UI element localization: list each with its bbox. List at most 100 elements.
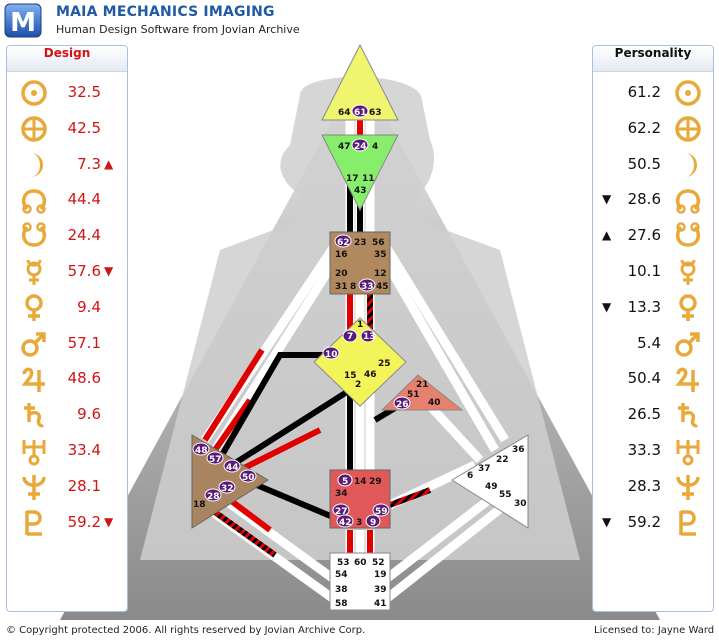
design-row-south-node: 24.4 (7, 218, 127, 254)
gate-23: 23 (354, 238, 367, 248)
gate-64: 64 (338, 108, 351, 118)
personality-row-neptune: 28.3 (593, 469, 713, 505)
personality-row-venus: 13.3 ▼ (593, 290, 713, 326)
app-title: MAIA MECHANICS IMAGING (56, 4, 275, 20)
position-value: 28.3 (627, 476, 661, 495)
gate-62: 62 (337, 238, 350, 248)
head-center (321, 43, 399, 121)
gate-42: 42 (339, 518, 352, 528)
neptune-icon (673, 472, 703, 502)
personality-row-sun: 61.2 (593, 75, 713, 111)
gate-6: 6 (467, 471, 473, 481)
personality-row-saturn: 26.5 (593, 397, 713, 433)
personality-row-mercury: 10.1 (593, 254, 713, 290)
position-value: 59.2 (67, 512, 101, 531)
solar-plexus-center (451, 434, 529, 529)
gate-59: 59 (375, 507, 388, 517)
position-value: 42.5 (67, 118, 101, 137)
personality-title: Personality (593, 46, 713, 72)
gate-13: 13 (363, 332, 376, 342)
gate-44: 44 (226, 463, 239, 473)
design-row-uranus: 33.4 (7, 433, 127, 469)
pluto-icon (19, 508, 49, 538)
position-value: 50.4 (627, 369, 661, 388)
gate-28: 28 (207, 492, 220, 502)
venus-icon (19, 293, 49, 323)
moon-icon (673, 150, 703, 180)
gate-7: 7 (347, 332, 353, 342)
arrow-indicator: ▼ (104, 514, 114, 529)
personality-row-moon: 50.5 (593, 147, 713, 183)
gate-2: 2 (355, 380, 361, 390)
gate-15: 15 (344, 371, 357, 381)
position-value: 10.1 (627, 261, 661, 280)
saturn-icon (19, 400, 49, 430)
position-value: 28.6 (627, 190, 661, 209)
position-value: 57.1 (67, 333, 101, 352)
design-row-venus: 9.4 (7, 290, 127, 326)
position-value: 33.3 (627, 440, 661, 459)
position-value: 32.5 (67, 83, 101, 101)
position-value: 33.4 (67, 440, 101, 459)
position-value: 26.5 (627, 405, 661, 424)
position-value: 61.2 (627, 83, 661, 101)
earth-icon (673, 114, 703, 144)
gate-27: 27 (335, 507, 348, 517)
gate-41: 41 (374, 599, 387, 609)
arrow-indicator: ▼ (602, 514, 612, 529)
gate-58: 58 (335, 599, 348, 609)
gate-36: 36 (512, 445, 525, 455)
gate-53: 53 (337, 558, 350, 568)
earth-icon (19, 114, 49, 144)
gate-63: 63 (369, 108, 382, 118)
sun-icon (19, 78, 49, 108)
position-value: 28.1 (67, 476, 101, 495)
design-row-pluto: 59.2▼ (7, 505, 127, 541)
gate-21: 21 (416, 380, 429, 390)
app-subtitle: Human Design Software from Jovian Archiv… (56, 23, 300, 36)
gate-3: 3 (356, 518, 362, 528)
neptune-icon (19, 472, 49, 502)
design-row-earth: 42.5 (7, 111, 127, 147)
gate-51: 51 (407, 390, 420, 400)
gate-26: 26 (396, 400, 409, 410)
position-value: 7.3 (77, 154, 101, 173)
moon-icon (19, 150, 49, 180)
gate-16: 16 (335, 250, 348, 260)
gate-10: 10 (325, 350, 338, 360)
position-value: 24.4 (67, 226, 101, 245)
root-center (329, 552, 391, 611)
design-row-sun: 32.5 (7, 75, 127, 111)
design-row-moon: 7.3▲ (7, 147, 127, 183)
gate-18: 18 (193, 500, 206, 510)
design-row-jupiter: 48.6 (7, 361, 127, 397)
south-node-icon (673, 221, 703, 251)
mars-icon (673, 329, 703, 359)
mercury-icon (19, 257, 49, 287)
gate-55: 55 (499, 490, 512, 500)
position-value: 9.4 (77, 297, 101, 316)
design-row-saturn: 9.6 (7, 397, 127, 433)
south-node-icon (19, 221, 49, 251)
gate-11: 11 (362, 174, 375, 184)
jupiter-icon (19, 364, 49, 394)
personality-row-mars: 5.4 (593, 326, 713, 362)
gate-34: 34 (335, 489, 348, 499)
position-value: 59.2 (627, 512, 661, 531)
gate-9: 9 (370, 518, 376, 528)
gate-52: 52 (372, 558, 385, 568)
position-value: 44.4 (67, 190, 101, 209)
arrow-indicator: ▼ (602, 299, 612, 314)
mercury-icon (673, 257, 703, 287)
position-value: 13.3 (627, 297, 661, 316)
maia-logo: M (4, 3, 44, 39)
gate-25: 25 (378, 359, 391, 369)
personality-row-south-node: 27.6▲ (593, 218, 713, 254)
position-value: 50.5 (627, 154, 661, 173)
arrow-indicator: ▼ (104, 263, 114, 278)
gate-61: 61 (354, 108, 367, 118)
